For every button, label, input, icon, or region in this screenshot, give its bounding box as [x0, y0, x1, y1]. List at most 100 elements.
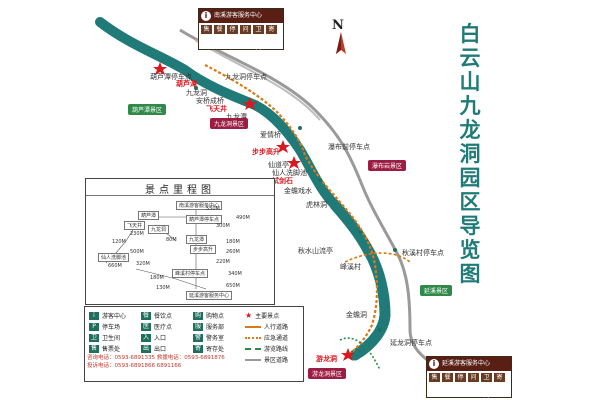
poi-dot-2 — [298, 126, 302, 130]
label-jiulong-gate: 九龙洞 — [186, 89, 207, 97]
dining-icon: 餐饮 — [214, 25, 225, 42]
mileage-dist-8: 320M — [136, 261, 150, 267]
badge-yanxi: 延溪景区 — [420, 285, 453, 296]
label-aijing: 爱情桥 — [260, 131, 281, 139]
exit-icon: 出 — [141, 344, 151, 353]
locker-icon: 寄 — [193, 344, 203, 353]
info-icon: i — [201, 11, 211, 21]
label-youlong: 游龙洞 — [316, 355, 337, 363]
star-icon: ★ — [245, 311, 253, 320]
mileage-dist-15: 490M — [236, 215, 250, 221]
mileage-chart: 景点里程图 南溪游客服务中心 葫芦潭停车点 葫芦潭 飞天井 九龙洞 九龙潭 步步… — [85, 178, 275, 305]
label-yunliang: 秋水山流亭 — [298, 247, 333, 255]
north-label: N — [332, 18, 344, 33]
label-qiuling: 秋溪村停车点 — [402, 249, 444, 257]
mileage-node-2: 葫芦潭 — [138, 211, 160, 220]
label-xiandao: 仙道亭 — [268, 161, 289, 169]
star-feitian — [243, 97, 257, 110]
phone-line-1: 咨询电话：0593-6891335 救援电话：0593-6891876 — [87, 355, 225, 361]
poi-dot-3 — [318, 178, 322, 182]
legend-text: 餐饮点 — [154, 313, 173, 320]
mileage-node-0: 南溪游客服务中心 — [176, 201, 223, 210]
service-icon: 服 — [193, 322, 203, 331]
label-feitian: 飞天井 — [206, 105, 227, 113]
legend-item-tour-route: 游览路线 — [245, 344, 288, 353]
mileage-node-7: 仙人洗脚池 — [98, 253, 130, 262]
police-icon: 警 — [193, 333, 203, 342]
legend-text: 人行道路 — [264, 324, 289, 331]
mileage-dist-12: 130M — [156, 285, 170, 291]
mileage-dist-9: 180M — [150, 275, 164, 281]
legend-item-road: 景区道路 — [245, 355, 288, 364]
mileage-divider — [86, 195, 274, 196]
poi-dot-6 — [378, 328, 382, 332]
locker-icon: 寄存 — [266, 25, 277, 42]
service-center-top-title: 南溪游客服务中心 — [214, 12, 263, 19]
walkway-line — [245, 325, 261, 328]
mileage-node-3: 飞天井 — [124, 221, 146, 230]
star-bubu — [287, 156, 301, 169]
star-youlong — [341, 348, 355, 361]
river-upper — [95, 17, 340, 210]
legend-item-ticket: 售售票处 — [89, 344, 120, 353]
legend-text: 主要景点 — [255, 313, 280, 320]
mileage-node-4: 九龙洞 — [148, 225, 170, 234]
road-line — [245, 358, 261, 361]
badge-youlong: 游龙洞景区 — [308, 368, 347, 379]
entrance-icon: 入 — [141, 333, 151, 342]
legend-item-emergency: 应急通道 — [245, 333, 288, 342]
attraction-stars — [153, 62, 355, 361]
legend-text: 警务室 — [206, 335, 225, 342]
mileage-dist-3: 120M — [112, 239, 126, 245]
toilet-icon: 卫 — [89, 333, 99, 342]
legend-text: 卫生间 — [102, 335, 121, 342]
mileage-dist-4: 80M — [166, 237, 177, 243]
mileage-dist-6: 260M — [226, 249, 240, 255]
parking-icon: 停车 — [227, 25, 238, 42]
info-icon: i — [429, 359, 439, 369]
mileage-node-6: 步步高升 — [190, 245, 217, 254]
mileage-title: 景点里程图 — [145, 185, 215, 196]
mileage-dist-1: 300M — [216, 223, 230, 229]
poi-dots — [194, 86, 397, 332]
label-hulin: 虎林洞 — [306, 201, 327, 209]
legend-item-exit: 出出口 — [141, 344, 166, 353]
legend-text: 出口 — [154, 346, 167, 353]
label-shijian: 试剑石 — [272, 177, 293, 185]
service-center-bottom-title: 延溪游客服务中心 — [442, 360, 491, 367]
poi-dot-4 — [358, 230, 362, 234]
badge-jiulong: 九龙洞景区 — [210, 118, 249, 129]
legend-item-walkway: 人行道路 — [245, 322, 288, 331]
legend-text: 游览路线 — [264, 346, 289, 353]
label-bubu: 步步高升 — [252, 148, 280, 156]
label-anqiao: 安桥成桥 — [196, 97, 224, 105]
mileage-dist-14: 500M — [130, 249, 144, 255]
mileage-node-1: 葫芦潭停车点 — [186, 215, 223, 224]
ticket-icon: 售票 — [429, 373, 440, 390]
mileage-dist-2: 230M — [130, 231, 144, 237]
emergency-line — [245, 336, 261, 339]
north-arrow: N — [326, 18, 356, 60]
label-pubu: 瀑布前停车点 — [328, 143, 370, 151]
label-xiqiao: 峰溪村 — [340, 263, 361, 271]
legend-text: 售票处 — [102, 346, 121, 353]
dining-icon: 餐 — [141, 311, 151, 320]
mileage-node-8: 峰溪村停车点 — [172, 269, 209, 278]
mileage-node-5: 九龙潭 — [186, 235, 208, 244]
label-xianren: 仙人洗脚池 — [272, 169, 307, 177]
info-icon: i — [89, 311, 99, 320]
legend-text: 停车场 — [102, 324, 121, 331]
label-jinshan: 金蟾戏水 — [284, 187, 312, 195]
mileage-node-9: 延溪游客服务中心 — [186, 291, 233, 300]
toilet-icon: 卫生间 — [481, 373, 492, 399]
label-jiulong-tan: 九龙潭 — [226, 113, 247, 121]
mileage-dist-5: 180M — [226, 239, 240, 245]
side-route — [344, 252, 411, 263]
badge-hulutan: 葫芦潭景区 — [128, 104, 167, 115]
legend-text: 医疗点 — [154, 324, 173, 331]
service-center-top-icons: 售票 餐饮 停车 问询 卫生间 寄存 — [199, 23, 283, 51]
river-tip — [96, 20, 124, 42]
